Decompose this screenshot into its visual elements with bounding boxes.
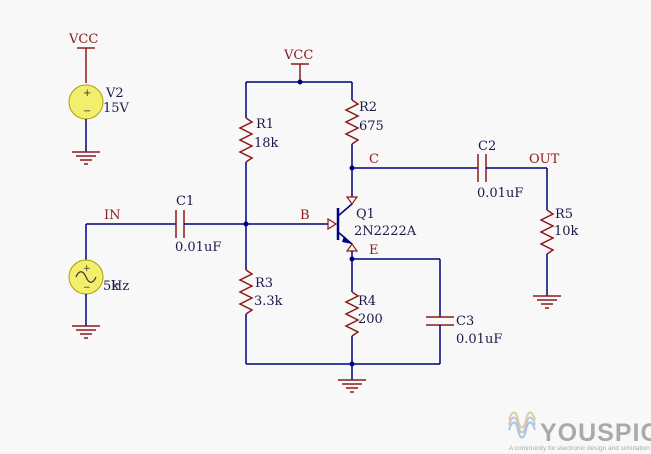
ac-source-v1[interactable]: + − [68,259,104,295]
v2-ref-label: V2 [105,86,124,101]
junction-dot [349,165,355,171]
vcc-main-label: VCC [283,48,313,63]
v1-ref-overlap: 5k [103,279,119,294]
q1-ref-label: Q1 [356,207,375,222]
c2-value-label: 0.01uF [477,186,523,201]
r3-ref-label: R3 [255,276,273,291]
capacitor-c3[interactable] [426,316,454,326]
junction-dot [349,256,355,262]
r1-value-label: 18k [254,136,279,151]
net-label-in: IN [104,208,121,223]
capacitor-c1[interactable] [175,210,185,238]
net-label-c: C [369,152,379,167]
ground-icon-main [338,379,366,393]
watermark-tagline: A community for electronic design and si… [509,445,650,452]
capacitor-c2[interactable] [477,154,487,182]
r4-value-label: 200 [358,312,383,327]
resistor-r5[interactable] [539,209,555,255]
resistor-r3[interactable] [238,269,254,315]
ground-icon-v2 [72,151,100,165]
net-label-b: B [300,208,310,223]
svg-text:+: + [83,88,91,99]
r5-ref-label: R5 [555,207,573,222]
ground-icon-v1 [72,325,100,339]
waveform-logo-icon [508,411,536,439]
vcc-power-symbol-v2 [77,47,95,83]
resistor-r1[interactable] [238,117,254,163]
net-label-out: OUT [529,152,560,167]
r1-ref-label: R1 [256,117,274,132]
q1-value-label: 2N2222A [354,224,417,239]
watermark-brand: YOUSPICE [540,419,651,447]
svg-text:+: + [83,264,91,274]
r5-value-label: 10k [554,224,579,239]
r2-value-label: 675 [359,119,384,134]
r3-value-label: 3.3k [254,294,283,309]
resistor-r4[interactable] [344,291,360,337]
svg-text:−: − [83,283,91,293]
resistor-r2[interactable] [344,99,360,145]
dc-source-v2[interactable]: + − [68,84,104,120]
c3-ref-label: C3 [456,314,474,329]
vcc-power-symbol-main [291,63,309,82]
junction-dot [243,221,249,227]
c1-value-label: 0.01uF [175,240,221,255]
vcc-source-label: VCC [68,32,98,47]
r4-ref-label: R4 [358,294,376,309]
c2-ref-label: C2 [478,139,496,154]
transistor-q1[interactable] [327,196,359,252]
junction-dot [349,361,355,367]
c3-value-label: 0.01uF [456,332,502,347]
r2-ref-label: R2 [359,100,377,115]
junction-dot [297,79,303,85]
net-label-e: E [369,243,379,258]
svg-text:−: − [83,106,91,117]
v1-value-overlap: Hz [111,279,129,294]
ground-icon-r5 [533,295,561,309]
v2-value-label: 15V [103,101,130,116]
c1-ref-label: C1 [176,194,194,209]
